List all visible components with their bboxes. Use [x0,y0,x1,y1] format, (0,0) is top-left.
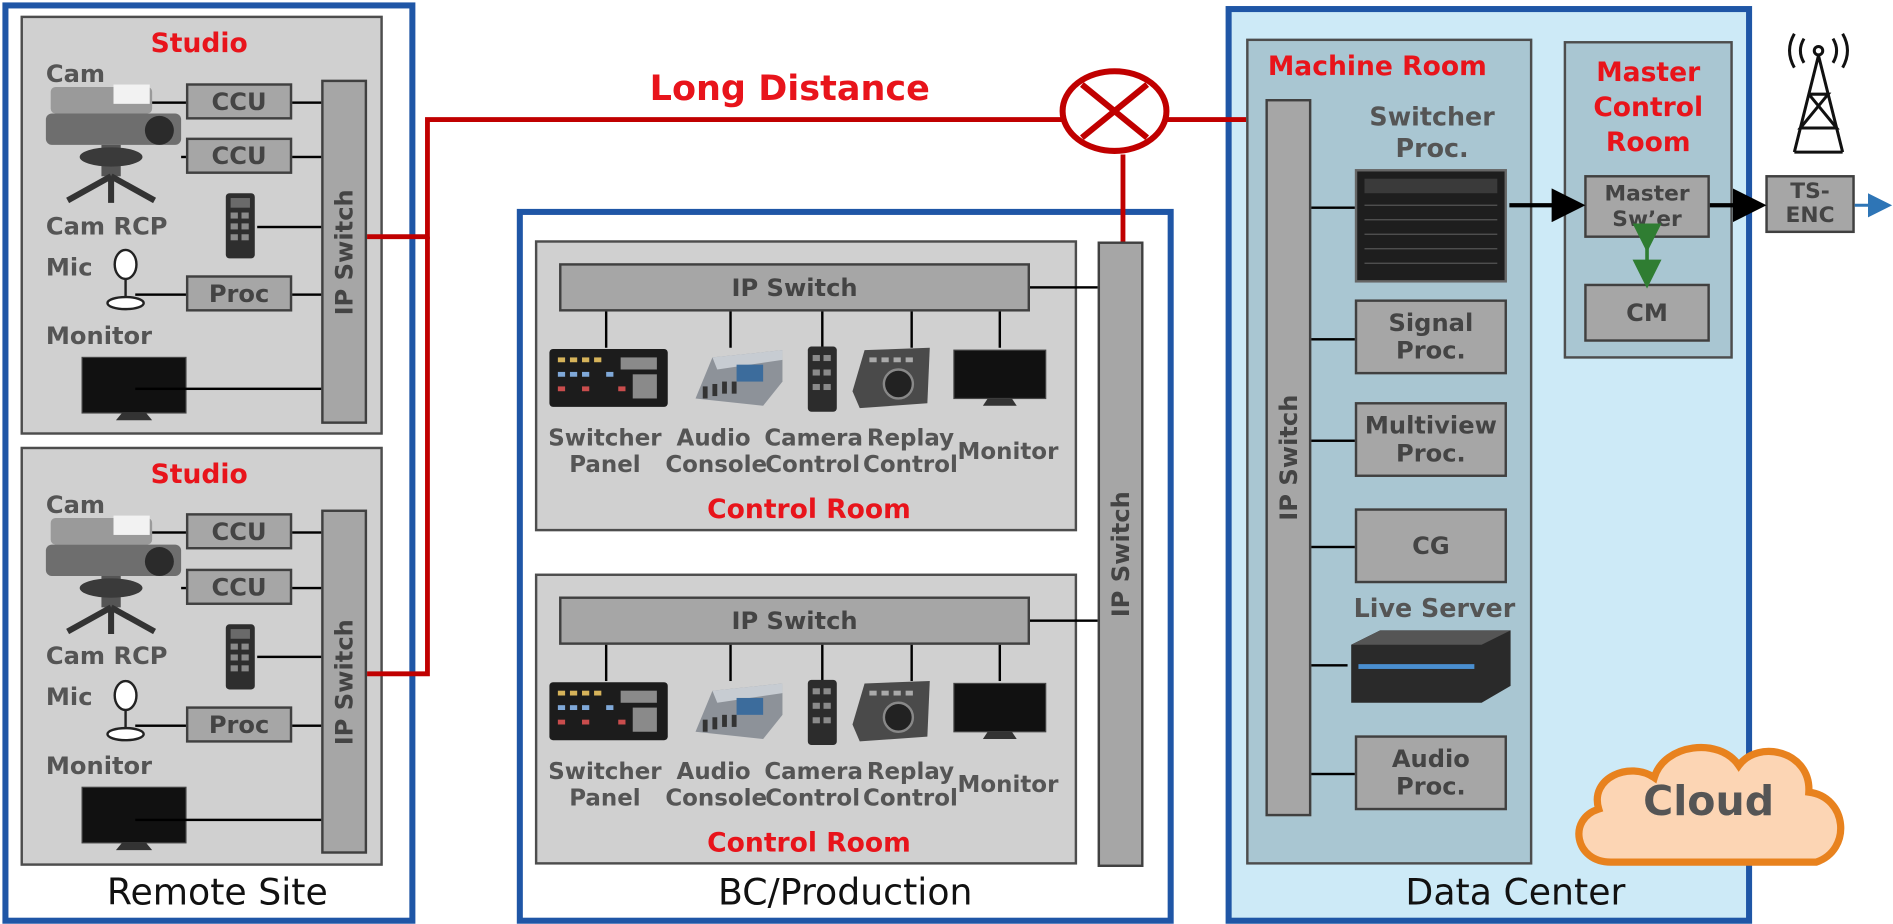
monitor-label-cr-2: Monitor [957,771,1059,799]
audio-console-label-2: Audio Console [665,758,768,812]
proc-box-2: Proc [185,706,293,743]
switcher-panel-label-1: Switcher Panel [548,425,662,479]
replay-control-icon [852,681,930,742]
ip-switch-studio-1: IP Switch [321,79,368,424]
control-room-title-1: Control Room [707,495,911,526]
camera-control-label-1: Camera Control [764,425,863,479]
mic-label-1: Mic [45,252,93,282]
audio-console-icon [695,683,783,739]
cloud-label: Cloud [1643,777,1775,826]
remote-site-label: Remote Site [106,871,328,915]
switcher-panel-icon [549,682,668,741]
audio-console-icon [695,350,783,406]
mcr-title: Master Control Room [1593,57,1704,159]
microphone-icon [106,248,145,311]
monitor-icon [953,682,1047,739]
cam-rcp-label-1: Cam RCP [45,211,168,241]
replay-control-label-1: Replay Control [863,425,958,479]
live-server-label: Live Server [1353,594,1516,624]
monitor-label-1: Monitor [45,321,153,351]
ip-switch-bc: IP Switch [1097,241,1144,867]
audio-console-label-1: Audio Console [665,425,768,479]
monitor-label-cr-1: Monitor [957,438,1059,465]
ccu-box-1b: CCU [185,137,293,174]
monitor-icon [953,349,1047,406]
remote-site-section [2,2,416,924]
cloud-icon [1575,743,1845,866]
camera-control-icon [807,679,837,746]
replay-control-label-2: Replay Control [863,758,958,812]
cam-rcp-label-2: Cam RCP [45,641,168,671]
switcher-panel-icon [549,348,668,407]
camera-control-icon [807,346,837,412]
long-distance-label: Long Distance [649,67,930,109]
camera-icon [45,84,182,204]
studio-title-1: Studio [150,28,248,60]
switcher-proc-icon [1354,169,1507,283]
data-center-label: Data Center [1405,871,1626,915]
signal-proc-box: Signal Proc. [1354,299,1507,375]
audio-proc-box: Audio Proc. [1354,735,1507,811]
router-icon [1059,68,1170,154]
ts-enc-box: TS- ENC [1765,175,1855,234]
multiview-proc-box: Multiview Proc. [1354,402,1507,477]
machine-room-title: Machine Room [1267,51,1487,83]
studio-title-2: Studio [150,460,248,491]
proc-box-1: Proc [185,275,293,312]
control-room-title-2: Control Room [707,828,911,859]
switcher-panel-label-2: Switcher Panel [548,758,662,812]
camera-icon [45,515,182,635]
microphone-icon [106,679,145,742]
cam-rcp-icon [225,193,255,259]
bc-production-label: BC/Production [718,871,973,915]
antenna-tower-icon [1788,33,1849,154]
monitor-label-2: Monitor [45,751,153,781]
ip-switch-machine-room: IP Switch [1265,99,1312,817]
live-server-icon [1351,630,1511,703]
ccu-box-2a: CCU [185,513,293,550]
cam-label-1: Cam [45,59,106,89]
bc-production-section [516,208,1174,924]
ip-switch-studio-2: IP Switch [321,509,368,854]
switcher-proc-label: Switcher Proc. [1369,102,1495,164]
mic-label-2: Mic [45,682,93,712]
ip-switch-control-room-1: IP Switch [559,263,1030,312]
cam-rcp-icon [225,624,255,690]
camera-control-label-2: Camera Control [764,758,863,812]
replay-control-icon [852,347,930,409]
ip-switch-control-room-2: IP Switch [559,596,1030,645]
monitor-icon [81,356,187,421]
ccu-box-1a: CCU [185,83,293,120]
cm-box: CM [1584,283,1710,342]
ccu-box-2b: CCU [185,568,293,605]
monitor-icon [81,786,187,851]
cam-label-2: Cam [45,490,106,520]
cg-box: CG [1354,508,1507,584]
